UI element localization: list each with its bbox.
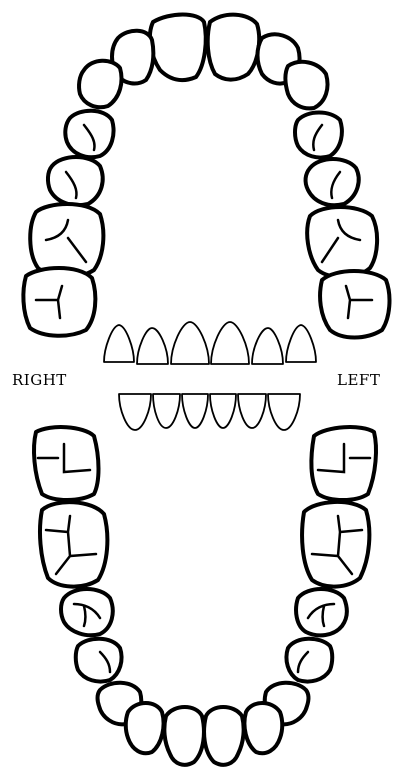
lower-tooth-right-lateral-incisor[interactable] <box>126 703 164 753</box>
lower-tooth-left-lateral-incisor[interactable] <box>244 703 282 753</box>
upper-tooth-left-central-incisor[interactable] <box>208 15 259 80</box>
lower-tooth-right-second-premolar[interactable] <box>61 589 113 635</box>
front-upper-tooth-2[interactable] <box>137 328 168 364</box>
front-lower-tooth-6[interactable] <box>268 394 300 430</box>
front-lower-tooth-5[interactable] <box>238 394 266 428</box>
front-upper-tooth-1[interactable] <box>104 325 134 362</box>
upper-tooth-right-canine[interactable] <box>79 61 121 108</box>
lower-tooth-left-second-premolar[interactable] <box>296 589 347 635</box>
front-upper-tooth-6[interactable] <box>286 325 316 362</box>
upper-arch <box>23 15 389 338</box>
front-lower-tooth-3[interactable] <box>182 394 208 428</box>
upper-tooth-left-first-premolar[interactable] <box>295 113 342 158</box>
lower-tooth-right-first-premolar[interactable] <box>76 639 122 682</box>
upper-tooth-right-central-incisor[interactable] <box>150 15 206 81</box>
front-upper-tooth-5[interactable] <box>252 328 283 364</box>
right-side-label: RIGHT <box>12 371 67 389</box>
anterior-teeth-front-view <box>104 322 316 430</box>
lower-tooth-left-central-incisor[interactable] <box>204 707 244 765</box>
upper-tooth-left-second-molar[interactable] <box>320 271 389 338</box>
lower-tooth-left-first-molar[interactable] <box>302 502 369 587</box>
lower-tooth-right-central-incisor[interactable] <box>164 707 204 765</box>
upper-tooth-left-canine[interactable] <box>285 62 327 109</box>
left-side-label: LEFT <box>337 371 380 389</box>
front-upper-tooth-3[interactable] <box>171 322 209 364</box>
lower-tooth-left-first-premolar[interactable] <box>286 639 332 682</box>
front-upper-tooth-4[interactable] <box>211 322 249 364</box>
upper-tooth-right-first-molar[interactable] <box>30 204 103 277</box>
front-lower-tooth-4[interactable] <box>210 394 236 428</box>
front-lower-tooth-1[interactable] <box>119 394 151 430</box>
lower-tooth-right-second-molar[interactable] <box>34 427 99 500</box>
upper-tooth-left-first-molar[interactable] <box>307 207 377 277</box>
lower-arch <box>34 427 376 765</box>
lower-tooth-right-first-molar[interactable] <box>40 502 107 586</box>
front-lower-tooth-2[interactable] <box>153 394 180 428</box>
